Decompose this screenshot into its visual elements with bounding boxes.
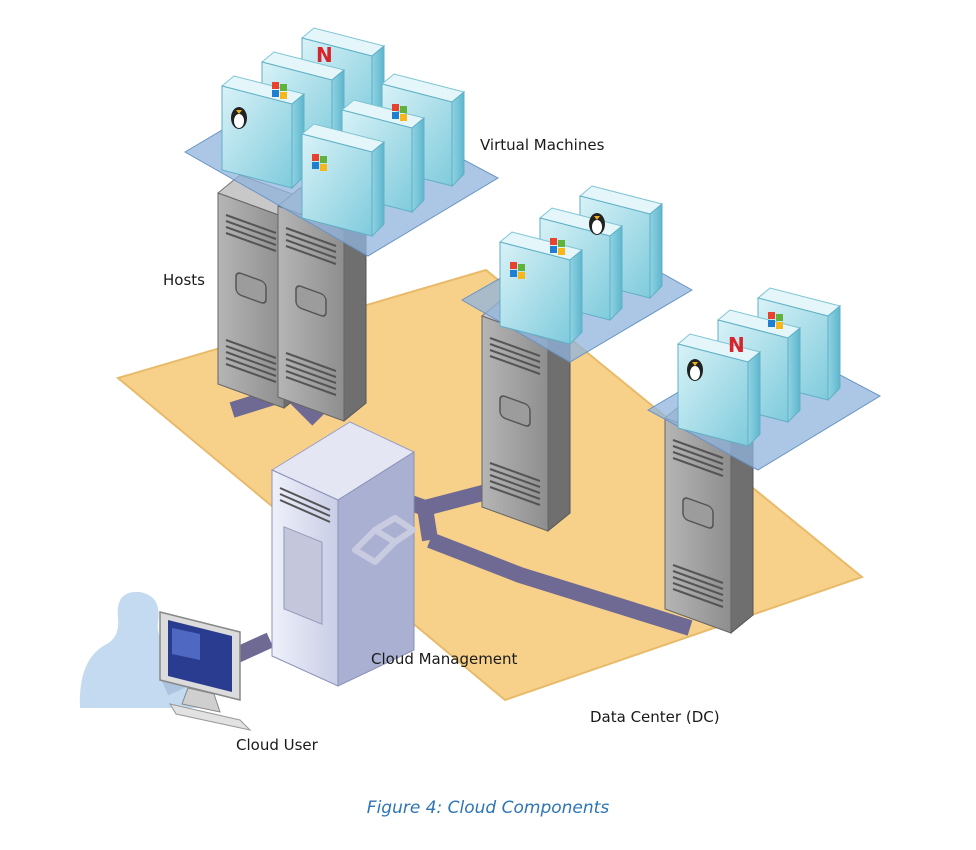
- label-virtual-machines: Virtual Machines: [480, 136, 605, 154]
- figure-caption: Figure 4: Cloud Components: [366, 798, 610, 818]
- windows-logo-icon: [768, 312, 783, 329]
- windows-logo-icon: [510, 262, 525, 279]
- novell-n-icon: N: [728, 333, 745, 357]
- windows-logo-icon: [550, 238, 565, 255]
- label-data-center: Data Center (DC): [590, 708, 720, 726]
- windows-logo-icon: [272, 82, 287, 99]
- windows-logo-icon: [392, 104, 407, 121]
- novell-n-icon: N: [316, 43, 333, 67]
- cloud-management-server: [270, 421, 416, 687]
- label-cloud-management: Cloud Management: [371, 650, 518, 668]
- windows-logo-icon: [312, 154, 327, 171]
- label-cloud-user: Cloud User: [236, 736, 319, 754]
- label-hosts: Hosts: [163, 271, 205, 289]
- linux-tux-icon: [231, 107, 247, 129]
- linux-tux-icon: [589, 213, 605, 235]
- cloud-components-diagram: N N: [79, 27, 882, 754]
- linux-tux-icon: [687, 359, 703, 381]
- computer-monitor-icon: [159, 611, 252, 731]
- cloud-management-logo-icon: [352, 515, 416, 565]
